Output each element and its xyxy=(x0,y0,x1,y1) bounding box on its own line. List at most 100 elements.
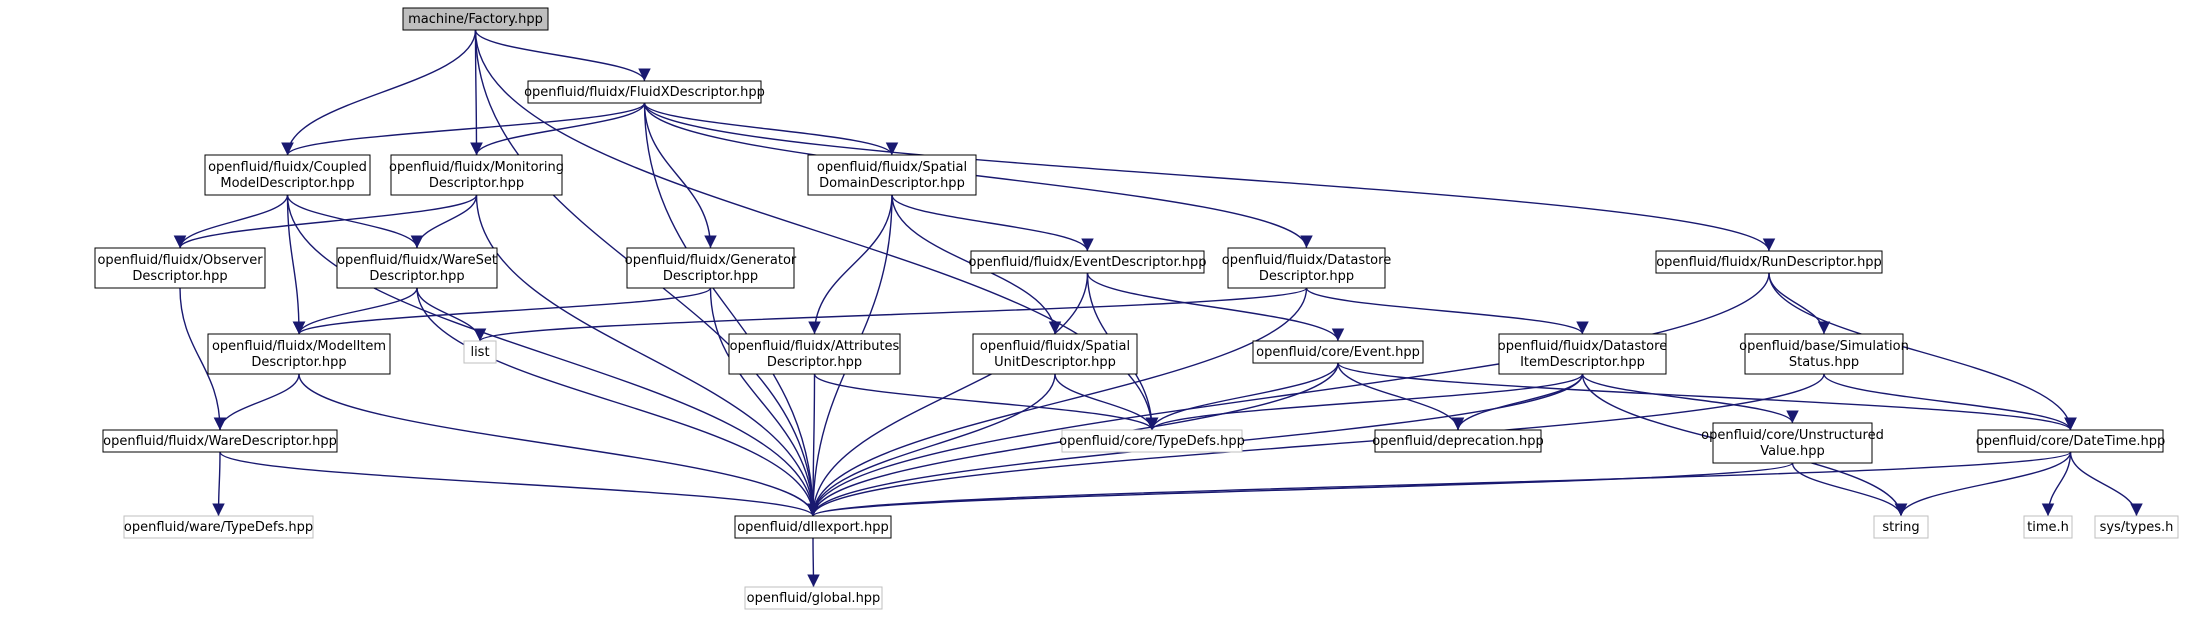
edge-modelitem-to-waredesc xyxy=(213,373,300,431)
node-label: string xyxy=(1882,520,1919,535)
node-global: openfluid/global.hpp xyxy=(744,586,883,610)
node-label: openfluid/fluidx/EventDescriptor.hpp xyxy=(969,255,1207,270)
edge-attributes-to-dllexport xyxy=(806,373,820,517)
edge-datetime-to-timeh xyxy=(2041,451,2072,517)
node-label: openfluid/fluidx/Monitoring xyxy=(389,160,564,175)
edge-spatialdomain-to-attributes xyxy=(808,194,893,335)
edge-observer-to-waredesc xyxy=(179,287,227,431)
edge-coreevent-to-coretypedefs xyxy=(1145,362,1339,431)
edge-monitoring-to-observer xyxy=(173,194,478,249)
node-label: Descriptor.hpp xyxy=(1259,269,1354,284)
node-spatialunit[interactable]: openfluid/fluidx/SpatialUnitDescriptor.h… xyxy=(972,333,1138,375)
edge-spatialunit-to-dllexport xyxy=(806,373,1056,517)
node-label: Descriptor.hpp xyxy=(251,355,346,370)
node-box xyxy=(1252,340,1424,364)
node-timeh: time.h xyxy=(2023,515,2073,539)
edge-datastore-to-dsitem xyxy=(1305,287,1589,335)
node-label: UnitDescriptor.hpp xyxy=(994,355,1116,370)
edge-generator-to-dllexport xyxy=(709,287,820,517)
edge-datastore-to-list xyxy=(474,287,1308,342)
node-label: openfluid/fluidx/Coupled xyxy=(208,160,367,175)
node-fluidx[interactable]: openfluid/fluidx/FluidXDescriptor.hpp xyxy=(524,80,765,104)
node-eventdesc[interactable]: openfluid/fluidx/EventDescriptor.hpp xyxy=(969,250,1207,274)
node-datetime[interactable]: openfluid/core/DateTime.hpp xyxy=(1976,429,2165,453)
node-label: Descriptor.hpp xyxy=(132,269,227,284)
node-label: openfluid/global.hpp xyxy=(747,591,881,606)
node-box xyxy=(970,250,1205,274)
node-waretypedefs: openfluid/ware/TypeDefs.hpp xyxy=(123,515,314,539)
node-box xyxy=(94,247,266,289)
node-label: openfluid/dllexport.hpp xyxy=(737,520,889,535)
node-label: ItemDescriptor.hpp xyxy=(1520,355,1645,370)
node-label: openfluid/fluidx/Spatial xyxy=(817,160,967,175)
node-deprecation[interactable]: openfluid/deprecation.hpp xyxy=(1372,429,1544,453)
edge-dllexport-to-global xyxy=(807,537,820,588)
node-label: openfluid/core/DateTime.hpp xyxy=(1976,434,2165,449)
node-label: openfluid/core/Event.hpp xyxy=(1256,345,1420,360)
edge-datetime-to-dllexport xyxy=(807,451,2072,517)
node-coreevent[interactable]: openfluid/core/Event.hpp xyxy=(1252,340,1424,364)
node-label: openfluid/fluidx/FluidXDescriptor.hpp xyxy=(524,85,765,100)
node-box xyxy=(1498,333,1667,375)
node-spatialdomain[interactable]: openfluid/fluidx/SpatialDomainDescriptor… xyxy=(807,154,977,196)
edge-rundesc-to-datetime xyxy=(1768,272,2077,431)
node-dllexport[interactable]: openfluid/dllexport.hpp xyxy=(734,515,892,539)
node-label: openfluid/ware/TypeDefs.hpp xyxy=(124,520,313,535)
node-label: Status.hpp xyxy=(1789,355,1859,370)
edge-coupled-to-observer xyxy=(173,194,289,249)
node-box xyxy=(2094,515,2179,539)
edge-fluidx-to-monitoring xyxy=(470,102,646,156)
node-label: openfluid/fluidx/RunDescriptor.hpp xyxy=(1656,255,1882,270)
node-box xyxy=(336,247,498,289)
node-label: machine/Factory.hpp xyxy=(408,12,543,27)
edge-dsitem-to-coretypedefs xyxy=(1145,373,1584,431)
node-label: Descriptor.hpp xyxy=(663,269,758,284)
node-label: openfluid/fluidx/Datastore xyxy=(1222,253,1391,268)
edge-generator-to-modelitem xyxy=(292,287,712,335)
node-box xyxy=(402,7,549,31)
node-coupled[interactable]: openfluid/fluidx/CoupledModelDescriptor.… xyxy=(204,154,371,196)
node-box xyxy=(734,515,892,539)
edge-dsitem-to-unstructured xyxy=(1581,373,1799,424)
node-attributes[interactable]: openfluid/fluidx/AttributesDescriptor.hp… xyxy=(728,333,901,375)
node-label: time.h xyxy=(2027,520,2069,535)
node-label: Value.hpp xyxy=(1760,444,1825,459)
node-label: openfluid/fluidx/ModelItem xyxy=(212,339,386,354)
edge-modelitem-to-dllexport xyxy=(298,373,820,517)
node-waredesc[interactable]: openfluid/fluidx/WareDescriptor.hpp xyxy=(102,429,338,453)
node-box xyxy=(1655,250,1883,274)
node-list: list xyxy=(463,340,497,364)
node-factory[interactable]: machine/Factory.hpp xyxy=(402,7,549,31)
edge-factory-to-fluidx xyxy=(474,29,651,82)
edge-factory-to-coupled xyxy=(281,29,477,156)
node-box xyxy=(1744,333,1904,375)
node-box xyxy=(1712,422,1873,464)
edge-eventdesc-to-dllexport xyxy=(806,272,1089,517)
node-box xyxy=(1227,247,1386,289)
node-dsitem[interactable]: openfluid/fluidx/DatastoreItemDescriptor… xyxy=(1498,333,1667,375)
edge-fluidx-to-coupled xyxy=(281,102,646,156)
node-monitoring[interactable]: openfluid/fluidx/MonitoringDescriptor.hp… xyxy=(389,154,564,196)
node-label: openfluid/core/TypeDefs.hpp xyxy=(1059,434,1245,449)
node-label: Descriptor.hpp xyxy=(429,176,524,191)
edge-waredesc-to-dllexport xyxy=(219,451,820,517)
edge-datastore-to-dllexport xyxy=(806,287,1308,517)
edge-monitoring-to-wareset xyxy=(410,194,478,249)
node-rundesc[interactable]: openfluid/fluidx/RunDescriptor.hpp xyxy=(1655,250,1883,274)
edge-wareset-to-dllexport xyxy=(416,287,820,517)
node-label: openfluid/fluidx/WareDescriptor.hpp xyxy=(103,434,337,449)
node-label: openfluid/core/Unstructured xyxy=(1701,428,1884,443)
node-box xyxy=(1977,429,2164,453)
node-systypes: sys/types.h xyxy=(2094,515,2179,539)
edge-datetime-to-systypes xyxy=(2069,451,2143,517)
node-box xyxy=(204,154,371,196)
node-box xyxy=(102,429,338,453)
